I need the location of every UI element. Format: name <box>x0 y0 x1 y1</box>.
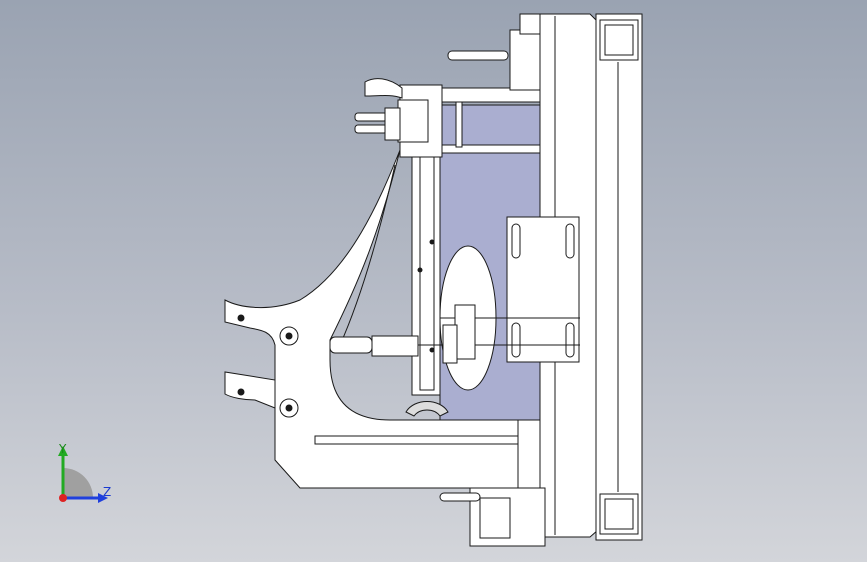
plate-slot <box>565 223 575 259</box>
plate-slot <box>511 223 521 259</box>
bracket-inner-edge <box>339 164 396 346</box>
bottom-block-inner <box>479 497 511 539</box>
upper-rail-link <box>455 101 463 148</box>
base-rail <box>314 435 526 445</box>
tube-end-top-inner <box>604 24 634 56</box>
y-axis-label: Y <box>59 442 67 456</box>
column-hole <box>417 267 423 273</box>
toggle-clamp-top <box>364 78 403 99</box>
plate-slot <box>565 322 575 358</box>
x-axis-dot <box>59 494 67 502</box>
side-bracket <box>224 149 546 489</box>
triad-quadrant <box>63 468 93 498</box>
spindle-bolt-head <box>329 336 373 354</box>
base-post <box>517 419 541 489</box>
bracket-bolt-center <box>285 332 293 340</box>
column-hole <box>429 239 435 245</box>
square-tube-beam <box>595 13 643 541</box>
top-block-cap <box>397 99 429 143</box>
spindle-nut <box>442 324 458 364</box>
cylinder-bolt <box>354 112 388 122</box>
lug-hole <box>237 388 245 396</box>
plate-slot <box>511 322 521 358</box>
top-bracket <box>519 13 541 35</box>
top-clamp-block <box>509 29 541 91</box>
gear-ring <box>405 401 449 417</box>
column-hole <box>429 347 435 353</box>
top-clamp-handle <box>447 50 509 61</box>
z-axis-label: Z <box>103 485 112 499</box>
bottom-block <box>469 487 546 547</box>
spindle-head <box>454 304 476 360</box>
triad-graphic <box>58 446 108 503</box>
mounting-plate <box>506 216 580 363</box>
tube-end-bottom-inner <box>604 498 634 530</box>
bracket-bolt-center <box>285 404 293 412</box>
view-orientation-triad[interactable]: Y Z <box>48 440 118 510</box>
cylinder-bolt <box>354 124 388 134</box>
z-axis-arrowhead <box>98 493 108 503</box>
cylinder-bolt <box>384 107 401 141</box>
bracket-lower-lug <box>224 371 276 409</box>
lug-hole <box>237 314 245 322</box>
y-axis-arrowhead <box>58 446 68 456</box>
bottom-clamp-handle <box>439 492 481 502</box>
spindle-body <box>371 335 419 357</box>
